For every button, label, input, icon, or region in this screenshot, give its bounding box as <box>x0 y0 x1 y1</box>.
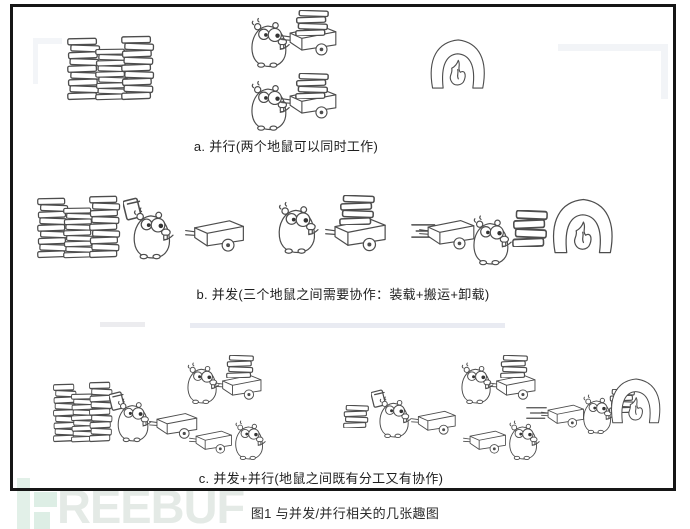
book-stack-icon <box>89 195 121 259</box>
panel-a-caption: a. 并行(两个地鼠可以同时工作) <box>193 139 379 154</box>
incinerator-icon <box>552 198 613 254</box>
book-stack-small-icon <box>295 73 329 99</box>
gopher-icon <box>133 207 174 260</box>
cart-icon <box>149 413 198 439</box>
gopher-icon <box>509 420 540 461</box>
figure-frame: a. 并行(两个地鼠可以同时工作) b. 并发(三个地鼠之间需要协作：装载+搬运… <box>10 4 676 491</box>
book-stack-small-icon <box>500 355 528 378</box>
book-stack-icon <box>37 197 69 259</box>
gopher-icon <box>251 17 290 68</box>
cart-icon <box>185 220 245 252</box>
incinerator-icon <box>610 378 661 424</box>
corner-bracket-icon <box>558 44 668 99</box>
gopher-icon <box>461 362 494 405</box>
corner-bracket-icon <box>33 38 62 84</box>
book-stack-small-icon <box>339 195 375 225</box>
gopher-icon <box>235 420 266 461</box>
book-stack-icon <box>53 383 77 443</box>
book-stack-small-icon <box>512 210 548 247</box>
cart-icon <box>463 430 506 454</box>
cart-icon <box>411 410 456 435</box>
highlight-artifact <box>100 322 145 327</box>
figure-caption: 图1 与并发/并行相关的几张趣图 <box>250 506 440 521</box>
gopher-icon <box>251 80 290 131</box>
gopher-icon <box>473 215 512 266</box>
book-stack-small-icon <box>295 10 329 36</box>
book-stack-icon <box>63 207 95 259</box>
cart-icon <box>489 374 536 400</box>
gopher-icon <box>117 398 152 443</box>
cart-icon <box>189 430 232 454</box>
panel-b-caption: b. 并发(三个地鼠之间需要协作：装载+搬运+卸载) <box>196 287 490 302</box>
book-stack-icon <box>121 35 155 101</box>
panel-c-caption: c. 并发+并行(地鼠之间既有分工又有协作) <box>198 471 444 486</box>
gopher-icon <box>278 201 319 254</box>
gopher-icon <box>379 396 412 439</box>
gopher-icon <box>187 362 220 405</box>
cart-icon <box>541 404 584 428</box>
cart-icon <box>215 374 262 400</box>
panel-c-illustration <box>53 355 661 461</box>
panel-b-illustration <box>37 195 613 266</box>
book-stack-icon <box>89 381 113 443</box>
book-stack-small-icon <box>343 405 369 428</box>
gopher-icon <box>583 394 614 435</box>
figure-content: a. 并行(两个地鼠可以同时工作) b. 并发(三个地鼠之间需要协作：装载+搬运… <box>13 7 673 488</box>
incinerator-icon <box>430 39 485 89</box>
highlight-artifact <box>190 323 505 328</box>
book-stack-small-icon <box>226 355 254 378</box>
book-stack-icon <box>67 37 101 101</box>
